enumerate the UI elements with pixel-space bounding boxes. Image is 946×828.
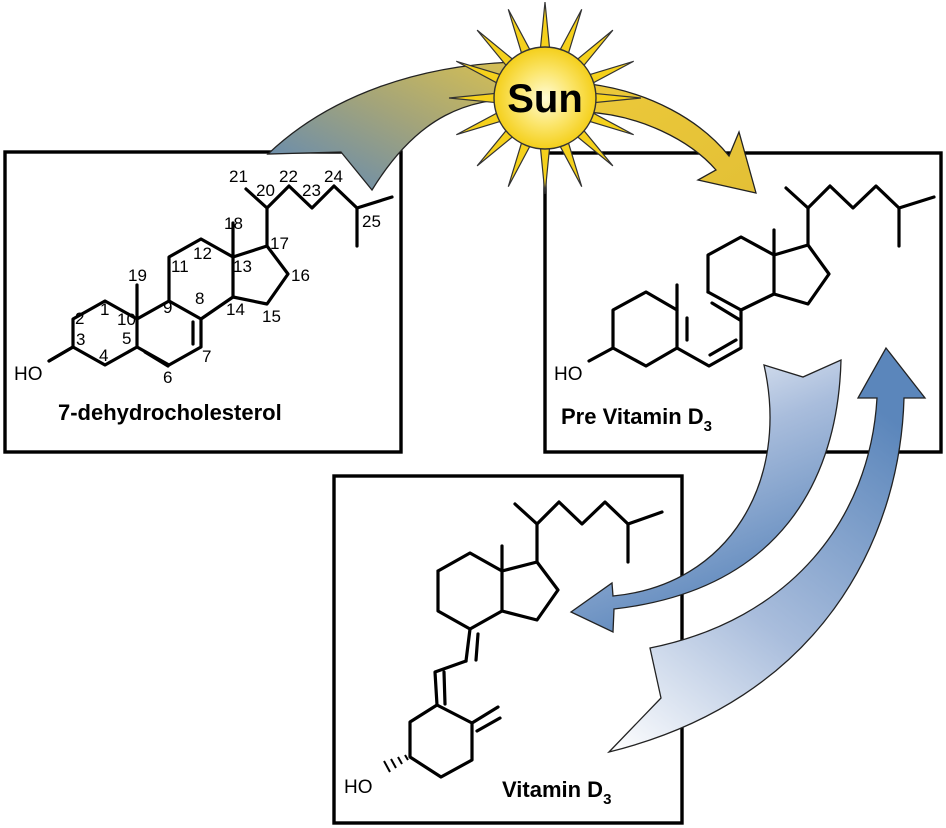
hydroxyl-label: HO	[14, 364, 43, 385]
carbon-22: 22	[279, 167, 298, 186]
arrow-sun-to-previtamin	[585, 83, 757, 194]
label-vitamin-d3: Vitamin D3	[502, 777, 611, 808]
carbon-9: 9	[163, 298, 172, 317]
carbon-10: 10	[117, 310, 136, 329]
label-pre-vitamin-d3: Pre Vitamin D3	[561, 404, 712, 435]
carbon-17: 17	[270, 234, 289, 253]
carbon-20: 20	[256, 181, 275, 200]
box-frame	[3, 150, 403, 454]
carbon-1: 1	[100, 300, 109, 319]
carbon-7: 7	[202, 347, 211, 366]
sun-ray	[539, 1, 551, 53]
hashed-wedge	[383, 754, 409, 773]
carbon-23: 23	[302, 181, 321, 200]
label-7-dehydrocholesterol: 7-dehydrocholesterol	[58, 400, 282, 425]
molecule-7-dehydrocholesterol: HO	[14, 184, 394, 385]
carbon-5: 5	[122, 329, 131, 348]
carbon-25: 25	[362, 212, 381, 231]
carbon-21: 21	[229, 167, 248, 186]
box-pre-vitamin-d3: HO Pre Vitamin D3	[543, 151, 943, 454]
carbon-16: 16	[291, 266, 310, 285]
carbon-15: 15	[262, 307, 281, 326]
sun-icon: Sun	[448, 1, 642, 195]
carbon-19: 19	[128, 266, 147, 285]
box-frame	[332, 474, 684, 825]
hydroxyl-label: HO	[554, 364, 583, 385]
carbon-3: 3	[76, 330, 85, 349]
arrow-previtamin-to-vitamin	[569, 358, 842, 634]
carbon-11: 11	[171, 257, 189, 276]
carbon-14: 14	[226, 300, 245, 319]
molecule-pre-vitamin-d3: HO	[554, 184, 936, 385]
molecule-vitamin-d3: HO	[344, 500, 664, 798]
sun-disk	[493, 46, 597, 150]
box-vitamin-d3: HO Vitamin D3	[332, 474, 684, 825]
carbon-4: 4	[99, 346, 108, 365]
carbon-6: 6	[163, 368, 172, 387]
double-bond-5-6	[143, 350, 170, 368]
carbon-number-labels: 1 2 3 4 5 6 7 8 9 10 11 12 13 14 15 16 1…	[75, 167, 381, 387]
hydroxyl-label: HO	[344, 777, 373, 798]
sun-label: Sun	[507, 77, 583, 121]
carbon-12: 12	[193, 244, 212, 263]
arrow-vitamin-to-previtamin	[606, 346, 927, 754]
carbon-24: 24	[324, 167, 343, 186]
carbon-18: 18	[224, 214, 243, 233]
carbon-2: 2	[75, 309, 84, 328]
carbon-8: 8	[195, 289, 204, 308]
box-frame	[543, 151, 943, 454]
carbon-13: 13	[233, 257, 252, 276]
box-7-dehydrocholesterol: HO 1 2 3 4 5 6 7 8 9 10 11 12 13 14 15 1…	[3, 150, 403, 454]
